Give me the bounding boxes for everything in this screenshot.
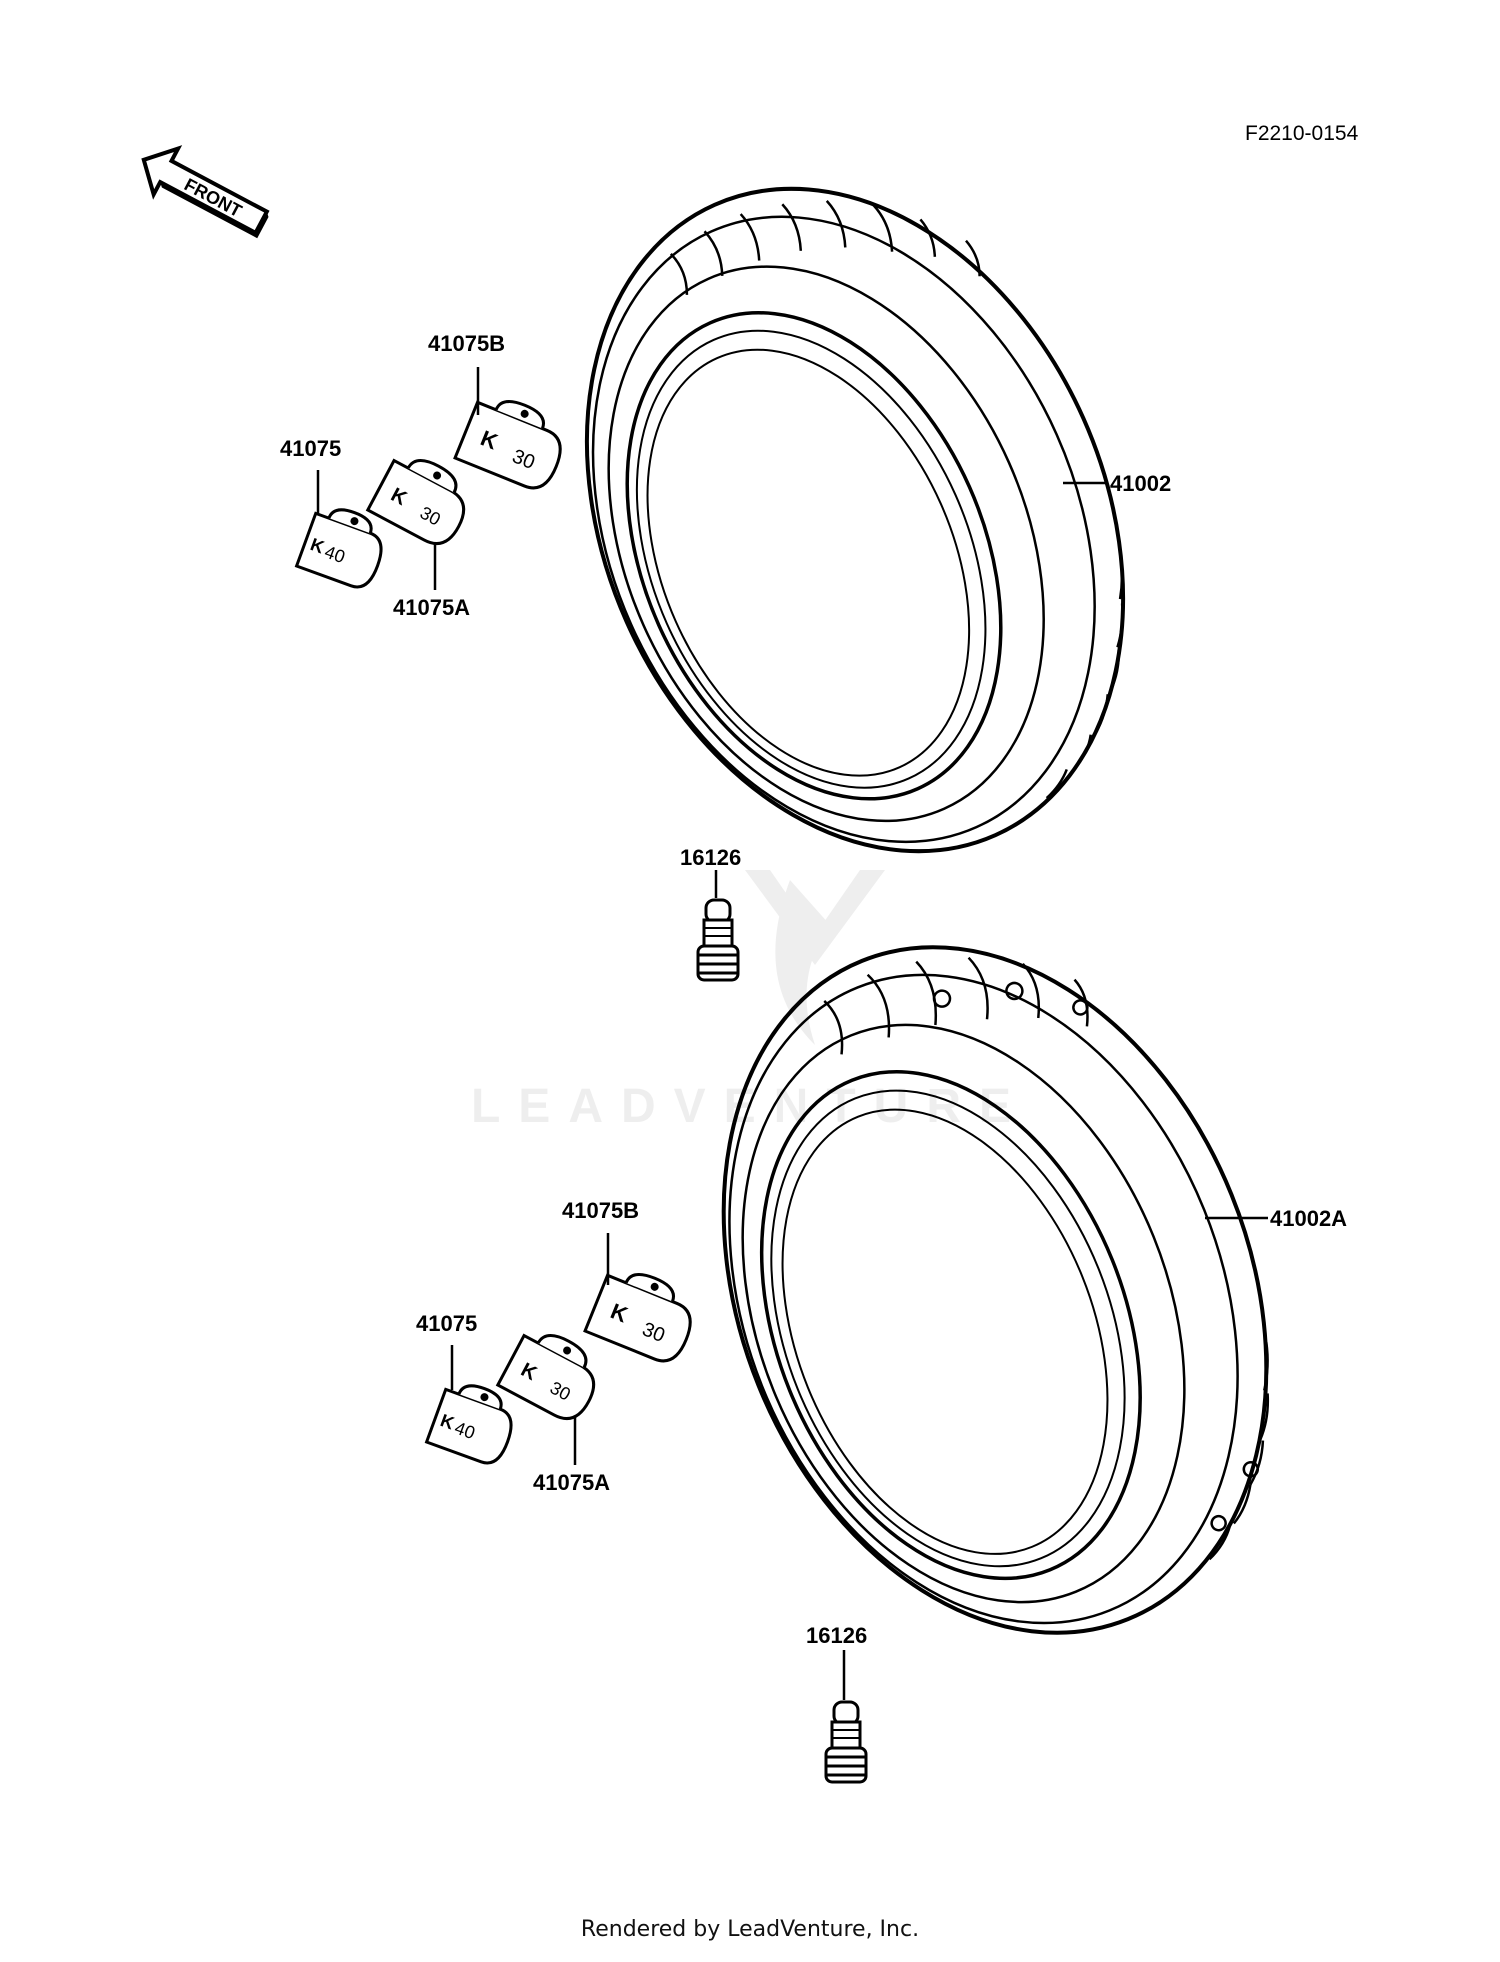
- label-valve-lower: 16126: [806, 1623, 868, 1648]
- balance-weight-b-upper: K 30: [453, 400, 562, 490]
- leadventure-logo-watermark: [745, 870, 885, 1045]
- label-weight-b-upper: 41075B: [428, 331, 506, 356]
- balance-weight-b-lower: K 30: [583, 1273, 692, 1363]
- footer-credit: Rendered by LeadVenture, Inc.: [580, 1917, 920, 1942]
- front-arrow: FRONT: [141, 145, 270, 239]
- label-weight-a-lower: 41075A: [533, 1470, 611, 1495]
- balance-weight-upper: K 40: [294, 508, 383, 589]
- balance-weight-lower: K 40: [424, 1384, 513, 1465]
- label-valve-upper: 16126: [680, 845, 742, 870]
- label-weight-lower: 41075: [416, 1311, 478, 1336]
- tire-upper: [584, 186, 1126, 854]
- watermark: LEADVENTURE: [471, 870, 1029, 1133]
- tire-valve-lower: [824, 1700, 868, 1784]
- label-tire-lower: 41002A: [1270, 1206, 1348, 1231]
- diagram-code: F2210-0154: [1245, 122, 1359, 145]
- svg-text:K: K: [308, 534, 327, 557]
- tire-lower: [721, 945, 1270, 1635]
- label-weight-b-lower: 41075B: [562, 1198, 640, 1223]
- svg-text:K: K: [438, 1410, 457, 1433]
- label-tire-upper: 41002: [1110, 471, 1172, 496]
- watermark-text: LEADVENTURE: [471, 1080, 1029, 1133]
- tire-valve-upper: [696, 898, 740, 982]
- label-weight-upper: 41075: [280, 436, 342, 461]
- label-weight-a-upper: 41075A: [393, 595, 471, 620]
- balance-weight-a-lower: K 30: [495, 1333, 596, 1420]
- balance-weight-a-upper: K 30: [365, 458, 466, 545]
